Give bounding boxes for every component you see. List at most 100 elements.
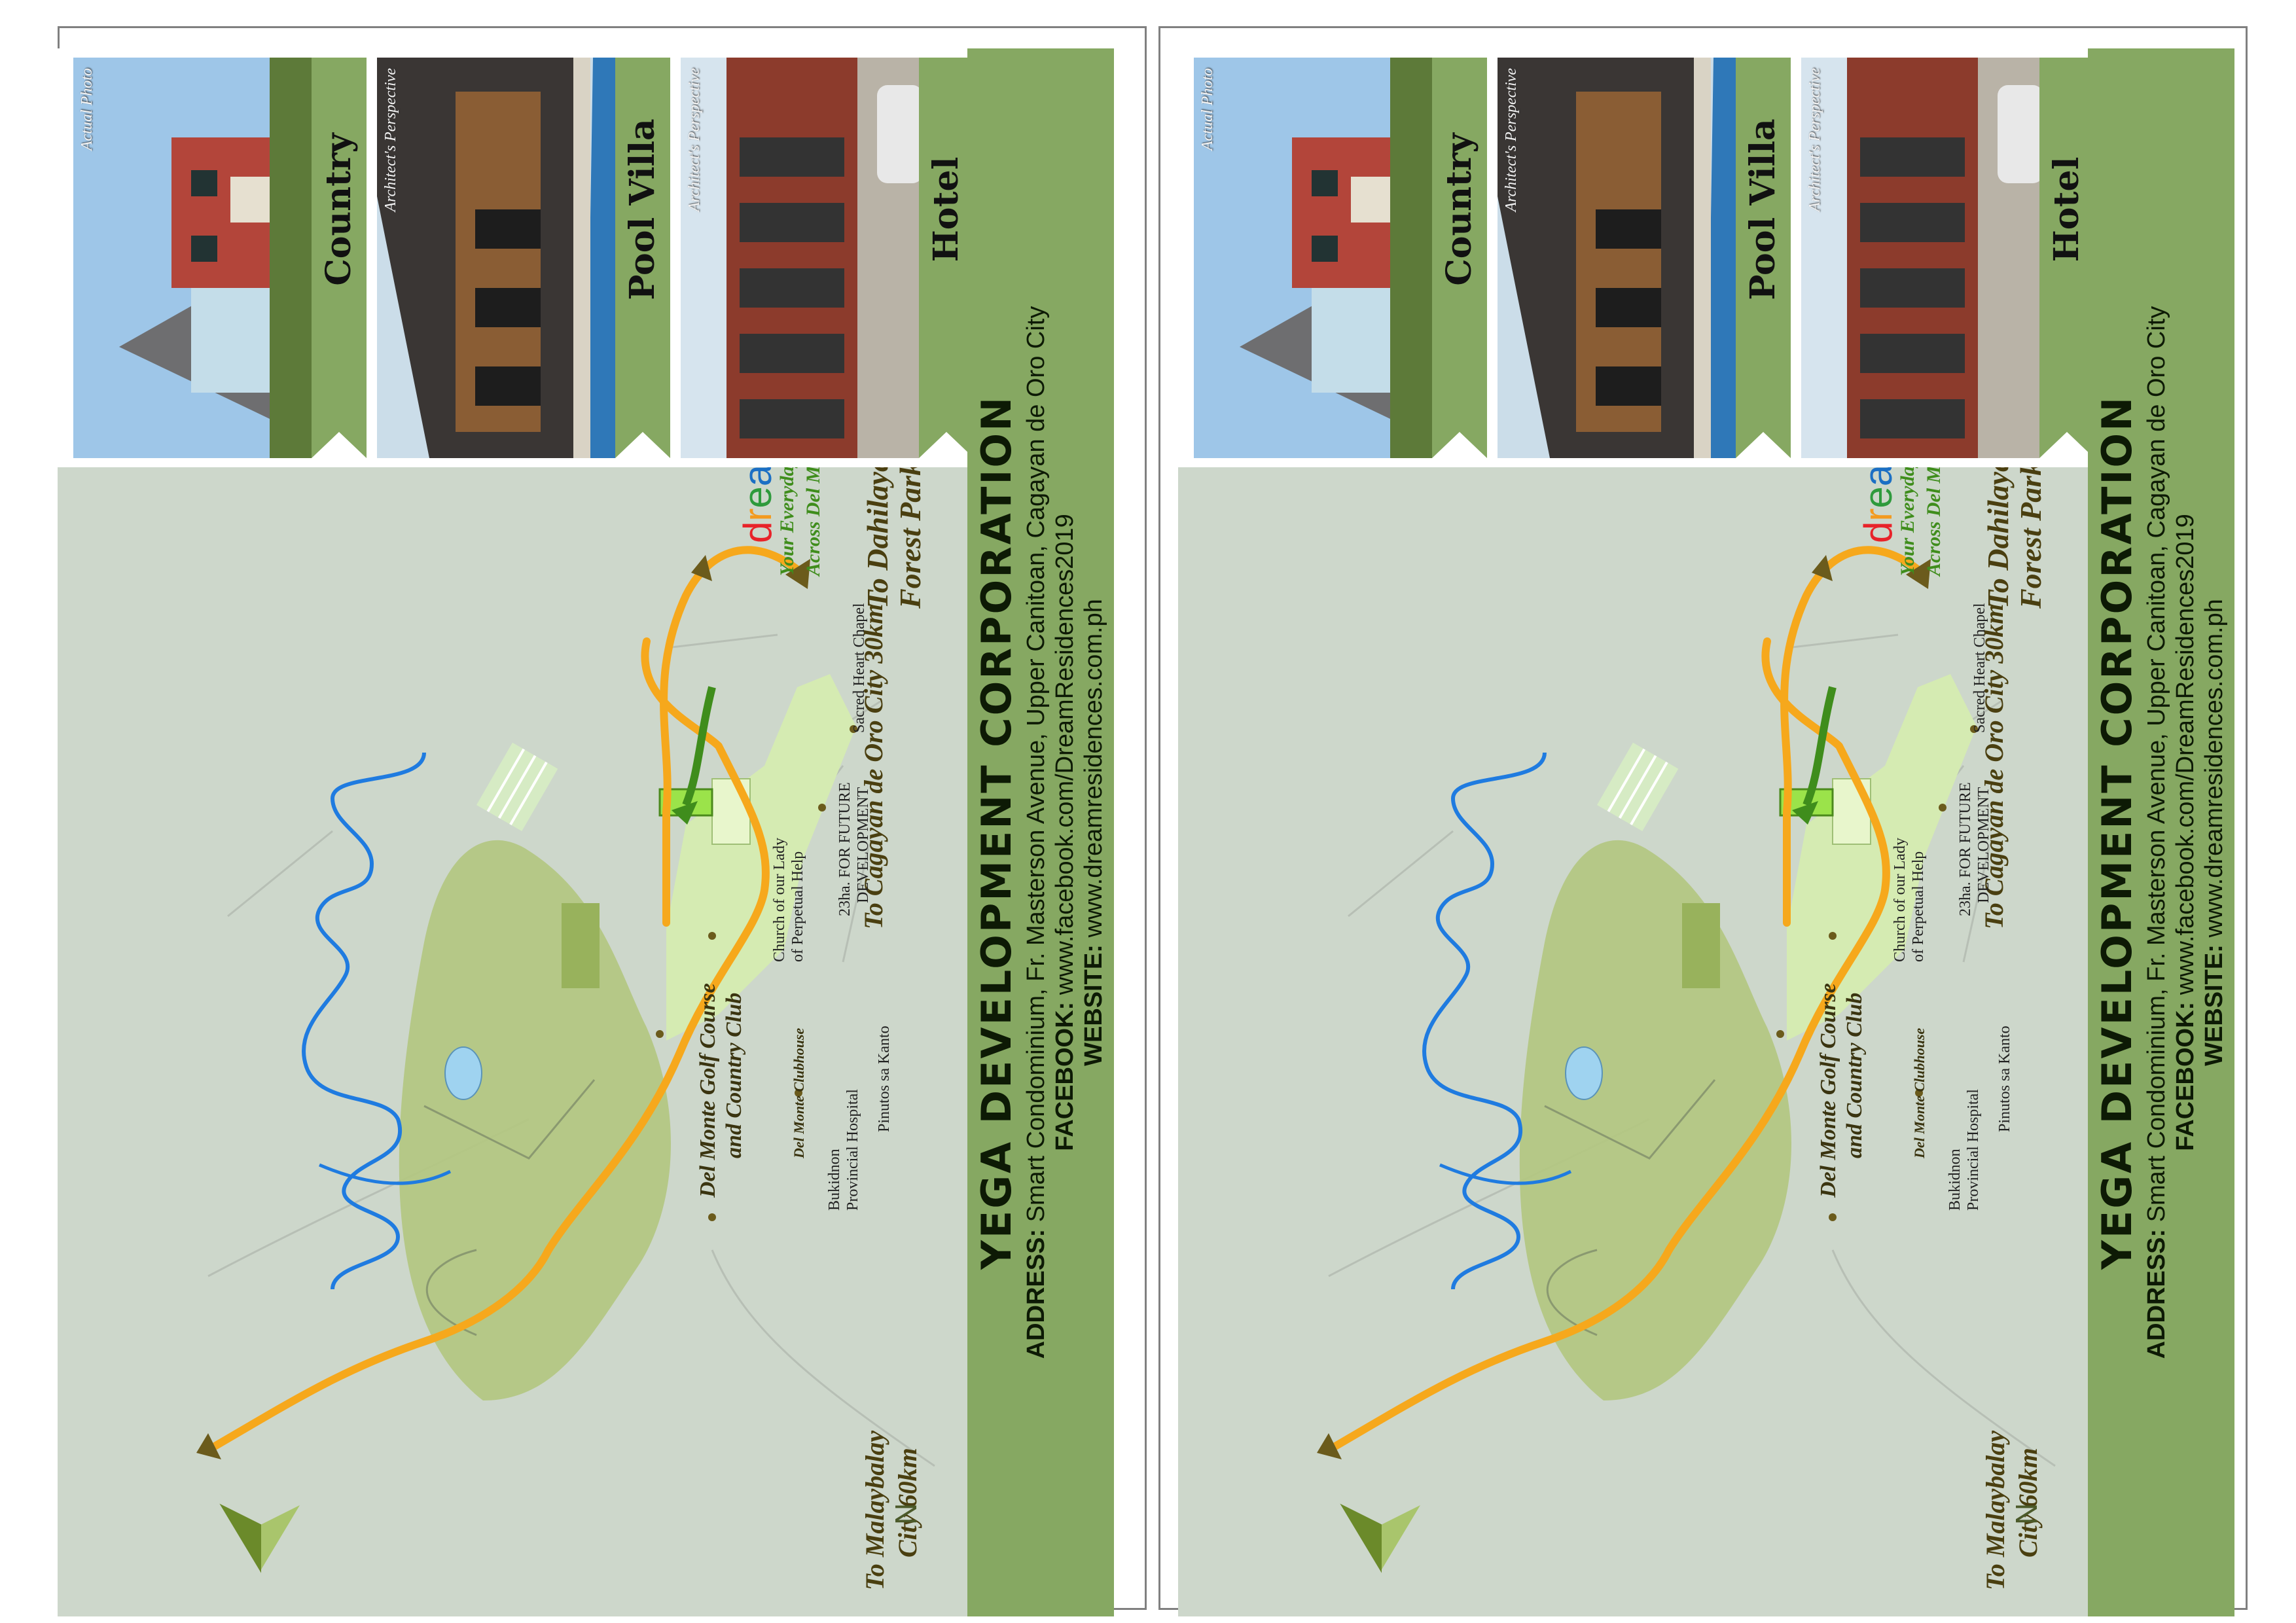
photo-ribbon: Pool Villa — [615, 58, 670, 458]
photo-credit: Architect's Perspective — [686, 68, 703, 212]
country-home-photo: Actual Photo Country Home — [73, 58, 367, 458]
address-label: ADDRESS: — [1022, 1228, 1050, 1359]
svg-text:dreamresidences: dreamresidences — [1856, 467, 1900, 543]
website-line: WEBSITE: www.dreamresidences.com.ph — [2200, 48, 2229, 1616]
road-malaybalay — [211, 1246, 552, 1450]
corporation-name: YEGA DEVELOPMENT CORPORATION — [973, 395, 1020, 1270]
brand-letter-a: a — [1856, 467, 1900, 486]
road-cdo — [1665, 637, 1890, 1254]
photo-ribbon: Country Home — [312, 58, 367, 458]
river — [301, 752, 426, 1290]
photo-credit: Architect's Perspective — [1806, 68, 1823, 212]
brand-letter-e: e — [1856, 486, 1900, 508]
country-home-photo: Actual Photo Country Home — [1194, 58, 1487, 458]
north-compass — [1340, 1503, 1420, 1573]
map-canvas: To Dahilayan Adventure & Forest Park 20k… — [1317, 467, 2056, 1590]
dahilayan-label-1: To Dahilayan Adventure & — [1981, 467, 2015, 609]
cdo-arrow — [1906, 559, 1931, 589]
facebook-label: FACEBOOK: — [2172, 1001, 2199, 1151]
cdo-label: To Cagayan de Oro City 30km — [859, 604, 888, 929]
photo-label: Pool Villa — [1743, 118, 1783, 300]
facebook-link[interactable]: www.facebook.com/DreamResidences2019 — [1051, 514, 1079, 995]
golf-label-1: Del Monte Golf Course — [1816, 983, 1840, 1198]
facebook-line: FACEBOOK: www.facebook.com/DreamResidenc… — [2172, 48, 2200, 1616]
clubhouse-label: Del Monte Clubhouse — [791, 1028, 807, 1159]
photo-column: Actual Photo Country Home Architect's Pe… — [58, 48, 974, 467]
north-label: N — [889, 1503, 923, 1525]
flyer-left: To Dahilayan Adventure & Forest Park 20k… — [58, 48, 1114, 1616]
dahilayan-label-2: Forest Park 20km — [893, 467, 927, 609]
church-label-1: Church of our Lady — [771, 838, 788, 962]
future-label-1: 23ha. FOR FUTURE — [836, 782, 853, 916]
river — [1422, 752, 1547, 1290]
road-cdo — [545, 637, 770, 1254]
photo-label: Country Home — [1439, 133, 1479, 286]
hospital-label-1: Bukidnon — [1946, 1149, 1964, 1211]
brand-letter-a: a — [736, 467, 780, 486]
brand-letter-r: r — [1856, 508, 1900, 522]
dahilayan-arrow — [1812, 555, 1833, 581]
malaybalay-label-2: City 60km — [893, 1448, 922, 1558]
location-map: To Dahilayan Adventure & Forest Park 20k… — [1178, 467, 2088, 1616]
website-link[interactable]: www.dreamresidences.com.ph — [1080, 599, 1107, 938]
future-label-1: 23ha. FOR FUTURE — [1957, 782, 1974, 916]
hospital-label-1: Bukidnon — [826, 1149, 843, 1211]
golf-course-area — [1519, 840, 1791, 1400]
site-pointer-arrow — [1803, 686, 1837, 807]
address-line: ADDRESS: Smart Condominium, Fr. Masterso… — [1022, 48, 1050, 1616]
photo-ribbon: Hotel Suites — [2039, 58, 2094, 458]
website-label: WEBSITE: — [1080, 944, 1107, 1066]
malaybalay-label-1: To Malaybalay — [1981, 1431, 2010, 1590]
photo-credit: Actual Photo — [1199, 68, 1216, 151]
brand-letter-d: d — [1856, 522, 1900, 543]
golf-pond — [1565, 1046, 1603, 1100]
facebook-line: FACEBOOK: www.facebook.com/DreamResidenc… — [1051, 48, 1079, 1616]
location-map: To Dahilayan Adventure & Forest Park 20k… — [58, 467, 967, 1616]
brand-tagline-2: Across Del Monte Golf Course — [1923, 467, 1945, 577]
photo-label: Pool Villa — [622, 118, 662, 300]
road-dahilayan — [660, 546, 801, 927]
hotel-suites-photo: Architect's Perspective Hotel Suites — [1801, 58, 2094, 458]
website-link[interactable]: www.dreamresidences.com.ph — [2200, 599, 2228, 938]
north-label: N — [2009, 1503, 2043, 1525]
malaybalay-arrow — [196, 1433, 221, 1459]
photo-ribbon: Pool Villa — [1736, 58, 1791, 458]
site-pointer-arrow — [682, 686, 716, 807]
malaybalay-arrow — [1317, 1433, 1342, 1459]
future-label-2: DEVELOPMENT — [1975, 787, 1992, 903]
brand-letter-e: e — [736, 486, 780, 508]
address-line: ADDRESS: Smart Condominium, Fr. Masterso… — [2143, 48, 2171, 1616]
brand-letter-d: d — [736, 522, 780, 543]
photo-ribbon: Hotel Suites — [919, 58, 974, 458]
facebook-label: FACEBOOK: — [1051, 1001, 1079, 1151]
brand-tagline-2: Across Del Monte Golf Course — [802, 467, 824, 577]
facebook-link[interactable]: www.facebook.com/DreamResidences2019 — [2172, 514, 2199, 995]
photo-credit: Architect's Perspective — [1503, 68, 1520, 212]
address-text: Smart Condominium, Fr. Masterson Avenue,… — [1022, 306, 1050, 1222]
pool-villa-photo: Architect's Perspective Pool Villa — [1498, 58, 1791, 458]
road-dahilayan — [1780, 546, 1922, 927]
golf-pond — [444, 1046, 482, 1100]
address-text: Smart Condominium, Fr. Masterson Avenue,… — [2143, 306, 2170, 1222]
website-line: WEBSITE: www.dreamresidences.com.ph — [1080, 48, 1108, 1616]
golf-course-area — [399, 840, 671, 1400]
contact-info-bar: YEGA DEVELOPMENT CORPORATION ADDRESS: Sm… — [2088, 48, 2234, 1616]
sacred-heart-label: Sacred Heart Chapel — [1971, 603, 1988, 733]
brand-tagline-1: Your Everyday Resort Home — [1897, 467, 1918, 576]
golf-label-1: Del Monte Golf Course — [696, 983, 720, 1198]
road-malaybalay — [1331, 1246, 1673, 1450]
hospital-label-2: Provincial Hospital — [1965, 1089, 1982, 1211]
brand-tagline-1: Your Everyday Resort Home — [776, 467, 798, 576]
clubhouse-strip — [562, 903, 600, 988]
photo-label: Country Home — [319, 133, 359, 286]
svg-text:dreamresidences: dreamresidences — [736, 467, 780, 543]
dahilayan-label-1: To Dahilayan Adventure & — [861, 467, 894, 609]
malaybalay-label-2: City 60km — [2013, 1448, 2043, 1558]
cdo-arrow — [785, 559, 810, 589]
pinutos-label: Pinutos sa Kanto — [1996, 1026, 2013, 1132]
golf-label-2: and Country Club — [722, 993, 746, 1158]
pool-villa-photo: Architect's Perspective Pool Villa — [377, 58, 670, 458]
photo-credit: Architect's Perspective — [382, 68, 399, 212]
malaybalay-label-1: To Malaybalay — [860, 1431, 889, 1590]
corporation-name: YEGA DEVELOPMENT CORPORATION — [2093, 395, 2141, 1270]
